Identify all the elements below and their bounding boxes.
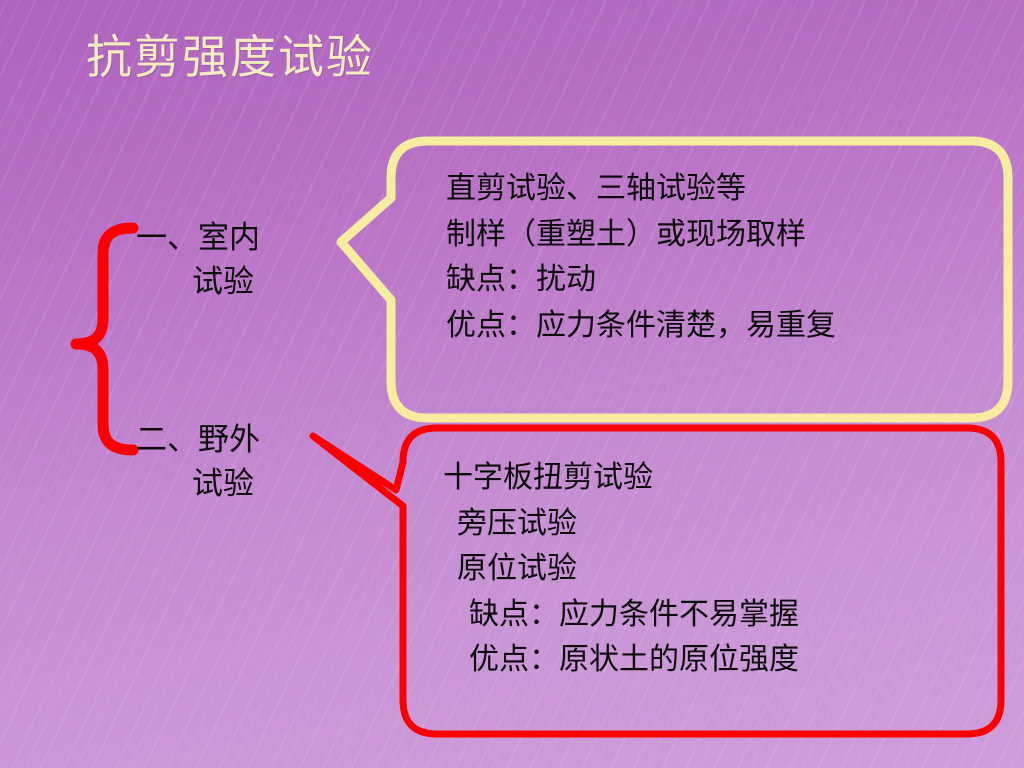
- indoor-line-1: 直剪试验、三轴试验等: [446, 171, 746, 206]
- field-line-1: 十字板扭剪试验: [443, 460, 653, 495]
- branch-indoor-line2: 试验: [192, 264, 254, 301]
- branch-indoor-label: 一、室内 试验: [136, 216, 260, 304]
- indoor-line-4: 优点：应力条件清楚，易重复: [446, 307, 836, 343]
- field-line-5: 优点：原状土的原位强度: [469, 642, 799, 678]
- field-callout-text: 十字板扭剪试验 旁压试验 原位试验 缺点：应力条件不易掌握 优点：原状土的原位强…: [443, 455, 799, 683]
- indoor-line-2: 制样（重塑土）或现场取样: [446, 216, 806, 252]
- field-line-2: 旁压试验: [457, 505, 577, 541]
- branch-field-label: 二、野外 试验: [136, 418, 260, 506]
- branch-indoor-line1: 一、室内: [136, 220, 260, 256]
- field-line-3: 原位试验: [457, 551, 577, 587]
- branch-field-line1: 二、野外: [136, 422, 260, 458]
- branch-field-line2: 试验: [192, 466, 254, 503]
- field-line-4: 缺点：应力条件不易掌握: [469, 596, 799, 632]
- indoor-line-3: 缺点：扰动: [446, 262, 596, 298]
- page-title: 抗剪强度试验: [86, 30, 374, 84]
- red-brace-icon: [70, 222, 139, 456]
- indoor-callout-text: 直剪试验、三轴试验等 制样（重塑土）或现场取样 缺点：扰动 优点：应力条件清楚，…: [446, 166, 836, 348]
